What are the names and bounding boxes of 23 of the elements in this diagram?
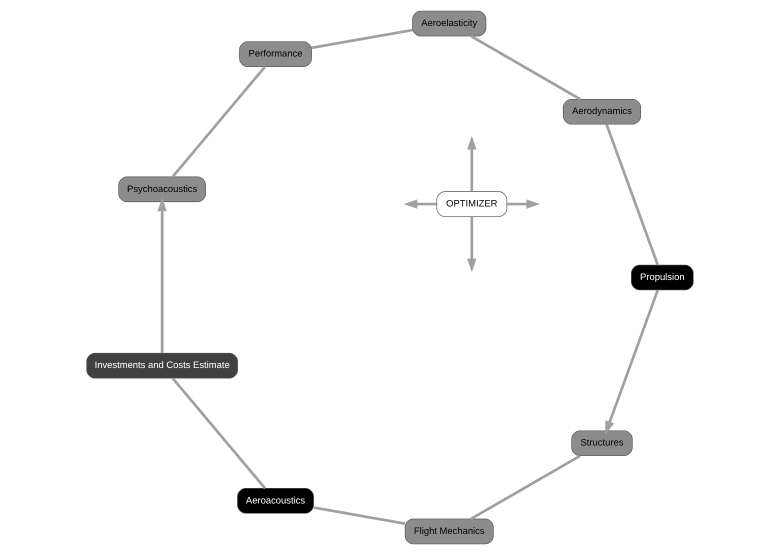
connector: [605, 124, 660, 266]
node-box: OPTIMIZER: [436, 191, 508, 217]
connector: [314, 506, 406, 525]
node-box: Psychoacoustics: [118, 176, 206, 202]
node-box: Aerodynamics: [562, 98, 642, 125]
node-box: Flight Mechanics: [404, 518, 494, 544]
node-box: Performance: [239, 41, 312, 67]
connector: [172, 66, 266, 178]
node-box: Aeroacoustics: [237, 488, 314, 514]
arrow: [605, 290, 659, 435]
node-box: Propulsion: [630, 264, 694, 290]
arrow: [404, 199, 437, 209]
connector: [312, 28, 413, 50]
arrow: [157, 198, 167, 353]
connector: [470, 454, 581, 520]
arrow: [467, 136, 477, 192]
connector: [172, 377, 266, 490]
node-box: Aeroelasticity: [412, 10, 486, 36]
node-box: Investments and Costs Estimate: [86, 352, 238, 378]
arrow: [467, 216, 477, 272]
connector: [470, 35, 582, 100]
node-box: Structures: [571, 430, 633, 456]
arrow: [507, 199, 540, 209]
